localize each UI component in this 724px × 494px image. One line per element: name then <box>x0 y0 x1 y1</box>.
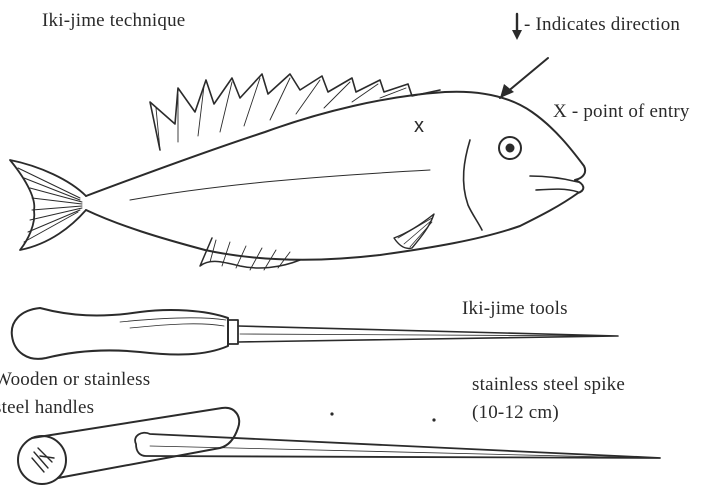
legend-direction-label: - Indicates direction <box>524 14 680 36</box>
cylinder-end-grain <box>32 448 54 472</box>
handle-label-line2: steel handles <box>0 397 94 419</box>
fish-lateral-line <box>130 170 430 200</box>
fish-pectoral-rays <box>398 218 432 247</box>
speck <box>330 412 333 415</box>
speck <box>432 418 435 421</box>
handle-label-line1: Wooden or stainless <box>0 369 150 391</box>
fish-drawing: x <box>10 74 585 270</box>
tools-title: Iki-jime tools <box>462 298 568 320</box>
diagram-title: Iki-jime technique <box>42 10 185 32</box>
round-handle <box>12 308 228 359</box>
fish-pupil <box>506 144 515 153</box>
fish-anal-rays <box>210 240 290 270</box>
iki-jime-tool-cylinder-handle <box>18 408 660 484</box>
direction-arrow <box>500 58 548 98</box>
spike-label-line1: stainless steel spike <box>472 374 625 396</box>
fish-dorsal-rays <box>156 78 406 150</box>
round-handle-ferrule <box>228 320 238 344</box>
spike-lower <box>135 433 660 458</box>
fish-dorsal-fin <box>150 74 440 150</box>
fish-tail <box>10 160 86 250</box>
cylinder-handle-end <box>18 436 66 484</box>
fish-pectoral-fin <box>394 214 434 248</box>
fish-mouth <box>530 176 578 192</box>
fish-gill <box>464 140 482 230</box>
legend-arrow-icon <box>512 14 522 40</box>
entry-point-mark: x <box>414 115 424 137</box>
round-handle-grain <box>120 318 226 328</box>
spike-label-line2: (10-12 cm) <box>472 402 559 424</box>
legend-entry-label: X - point of entry <box>553 101 690 123</box>
fish-tail-rays <box>18 168 82 242</box>
